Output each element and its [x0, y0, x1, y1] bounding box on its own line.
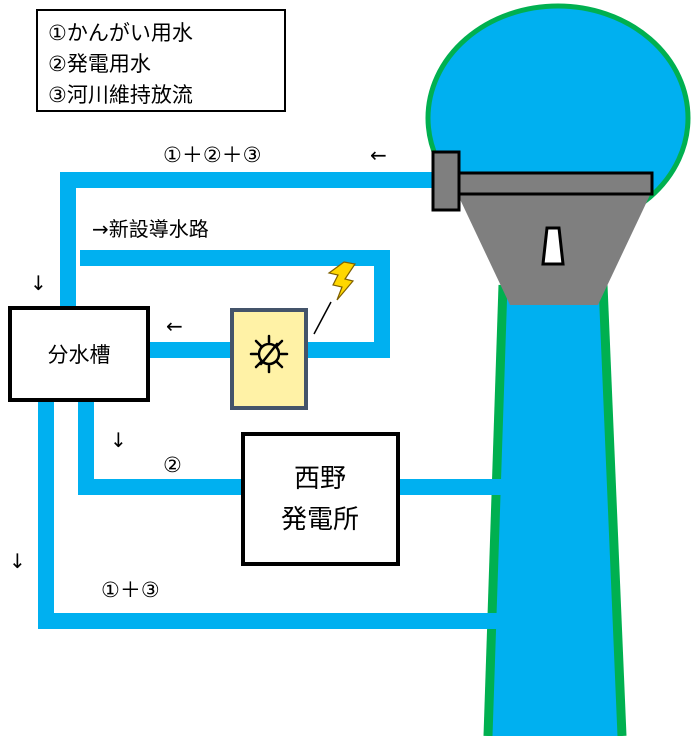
down-arrow-2: ↓ [110, 428, 127, 452]
intake-channel [60, 172, 440, 310]
down-arrow-3: ↓ [9, 549, 26, 573]
power-flow-label: ② [163, 453, 182, 477]
new-channel-loop [80, 250, 390, 358]
intake-flow-label: ①＋②＋③ [163, 143, 261, 167]
channel-to-plant [78, 390, 244, 495]
legend-item-1: ①かんがい用水 [48, 21, 193, 45]
channels [38, 172, 503, 629]
intake-arrow: ← [370, 143, 387, 167]
intake-gate [431, 150, 461, 212]
legend-item-2: ②発電用水 [48, 52, 151, 76]
branch-tank [8, 306, 150, 402]
lightning-connector [313, 301, 332, 335]
legend-item-3: ③河川維持放流 [48, 83, 193, 107]
legend-box [36, 9, 286, 112]
return-flow-label: ①＋③ [101, 578, 160, 602]
river [488, 285, 622, 736]
power-plant-label-line1: 西野 [294, 464, 346, 494]
branch-tank-label: 分水槽 [48, 343, 111, 367]
generator-box [230, 308, 308, 410]
intake-pipe [438, 171, 654, 196]
dam-gate [541, 226, 565, 266]
power-plant [241, 432, 400, 566]
channel-return [38, 395, 503, 629]
riverbank-right [598, 284, 627, 736]
lightning-icon [327, 261, 357, 301]
down-arrow-1: ↓ [30, 271, 47, 295]
new-channel-label: →新設導水路 [92, 217, 209, 241]
generator-icon [249, 334, 289, 374]
power-plant-label-line2: 発電所 [281, 505, 359, 535]
generator-arrow: ← [166, 314, 183, 338]
riverbank-left [483, 284, 508, 736]
